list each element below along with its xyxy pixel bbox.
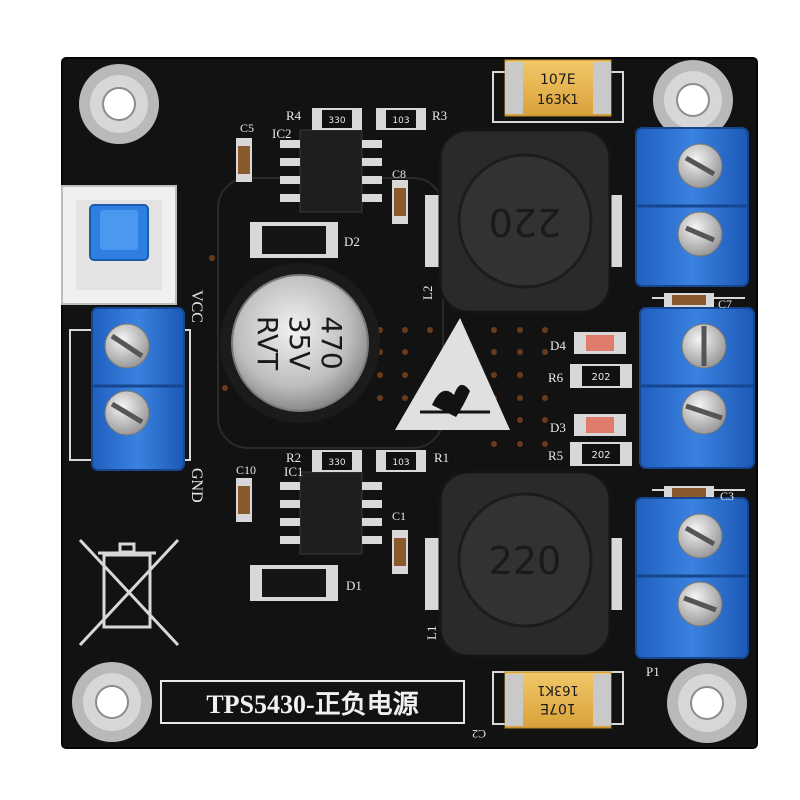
- silk-ic1: IC1: [284, 464, 304, 479]
- weee-crossed-bin-icon: [78, 538, 180, 647]
- smd-caps: [236, 138, 714, 574]
- resistor-r4: [312, 108, 362, 130]
- mounting-hole-bottom-left: [72, 662, 152, 742]
- esd-warning-icon: [395, 318, 510, 430]
- resistor-r4-code: 330: [328, 116, 345, 126]
- silk-c5: C5: [240, 121, 254, 135]
- electrolytic-capacitor: [220, 263, 380, 423]
- silk-ic2: IC2: [272, 126, 292, 141]
- tantalum-top-line1: 107E: [540, 72, 576, 88]
- terminal-block-right-middle[interactable]: [639, 307, 755, 469]
- resistor-r5-code: 202: [591, 450, 610, 461]
- inductor-l2-marking: 220: [489, 200, 562, 244]
- resistor-r6: [570, 364, 632, 388]
- cap-voltage: 35V: [283, 316, 316, 371]
- silk-c1: C1: [392, 509, 406, 523]
- tantalum-cap-top: [504, 59, 612, 117]
- resistor-r1-code: 103: [392, 458, 409, 468]
- silk-d1: D1: [346, 578, 362, 593]
- resistor-r5: [570, 442, 632, 466]
- diode-d2: [250, 222, 338, 258]
- led-d4: [574, 332, 626, 354]
- inductor-l2: [425, 128, 622, 314]
- resistor-r3: [376, 108, 426, 130]
- cap-series: RVT: [251, 316, 284, 371]
- silk-r4: R4: [286, 108, 302, 123]
- silk-l2: L2: [420, 286, 435, 300]
- inductor-l1: [425, 470, 622, 658]
- silk-c2: C2: [472, 727, 486, 741]
- silk-r6: R6: [548, 370, 564, 385]
- silk-c3: C3: [720, 489, 734, 503]
- tantalum-bottom-line2: 163K1: [537, 682, 579, 697]
- led-d3: [574, 414, 626, 436]
- diode-d1: [250, 565, 338, 601]
- silk-r2: R2: [286, 450, 301, 465]
- silk-c8: C8: [392, 167, 406, 181]
- silk-d2: D2: [344, 234, 360, 249]
- tantalum-bottom-line1: 107E: [540, 700, 576, 716]
- silk-d4: D4: [550, 338, 566, 353]
- mounting-hole-top-left: [79, 64, 159, 144]
- mounting-hole-top-right: [653, 60, 733, 140]
- silk-r1: R1: [434, 450, 449, 465]
- terminal-block-left[interactable]: [91, 307, 185, 471]
- gnd-label: GND: [188, 468, 205, 503]
- cap-value: 470: [315, 316, 348, 369]
- silk-c7: C7: [718, 297, 732, 311]
- resistor-r6-code: 202: [591, 372, 610, 383]
- resistor-r3-code: 103: [392, 116, 409, 126]
- resistor-r1: [376, 450, 426, 472]
- mounting-hole-bottom-right: [667, 663, 747, 743]
- vcc-label: VCC: [188, 290, 205, 323]
- tantalum-top-line2: 163K1: [537, 93, 579, 108]
- silk-p1: P1: [646, 664, 660, 679]
- terminal-block-right-bottom[interactable]: [635, 497, 749, 659]
- silk-d3: D3: [550, 420, 566, 435]
- board-title: TPS5430-正负电源: [160, 680, 465, 724]
- tantalum-cap-bottom: [504, 671, 612, 729]
- terminal-block-right-top[interactable]: [635, 127, 749, 287]
- silk-c10: C10: [236, 463, 256, 477]
- silk-r5: R5: [548, 448, 563, 463]
- resistor-r2-code: 330: [328, 458, 345, 468]
- silk-r3: R3: [432, 108, 447, 123]
- ic2-chip: [280, 129, 382, 213]
- inductor-l1-marking: 220: [489, 539, 562, 583]
- resistor-r2: [312, 450, 362, 472]
- silk-l1: L1: [424, 626, 439, 640]
- push-button: [61, 185, 177, 305]
